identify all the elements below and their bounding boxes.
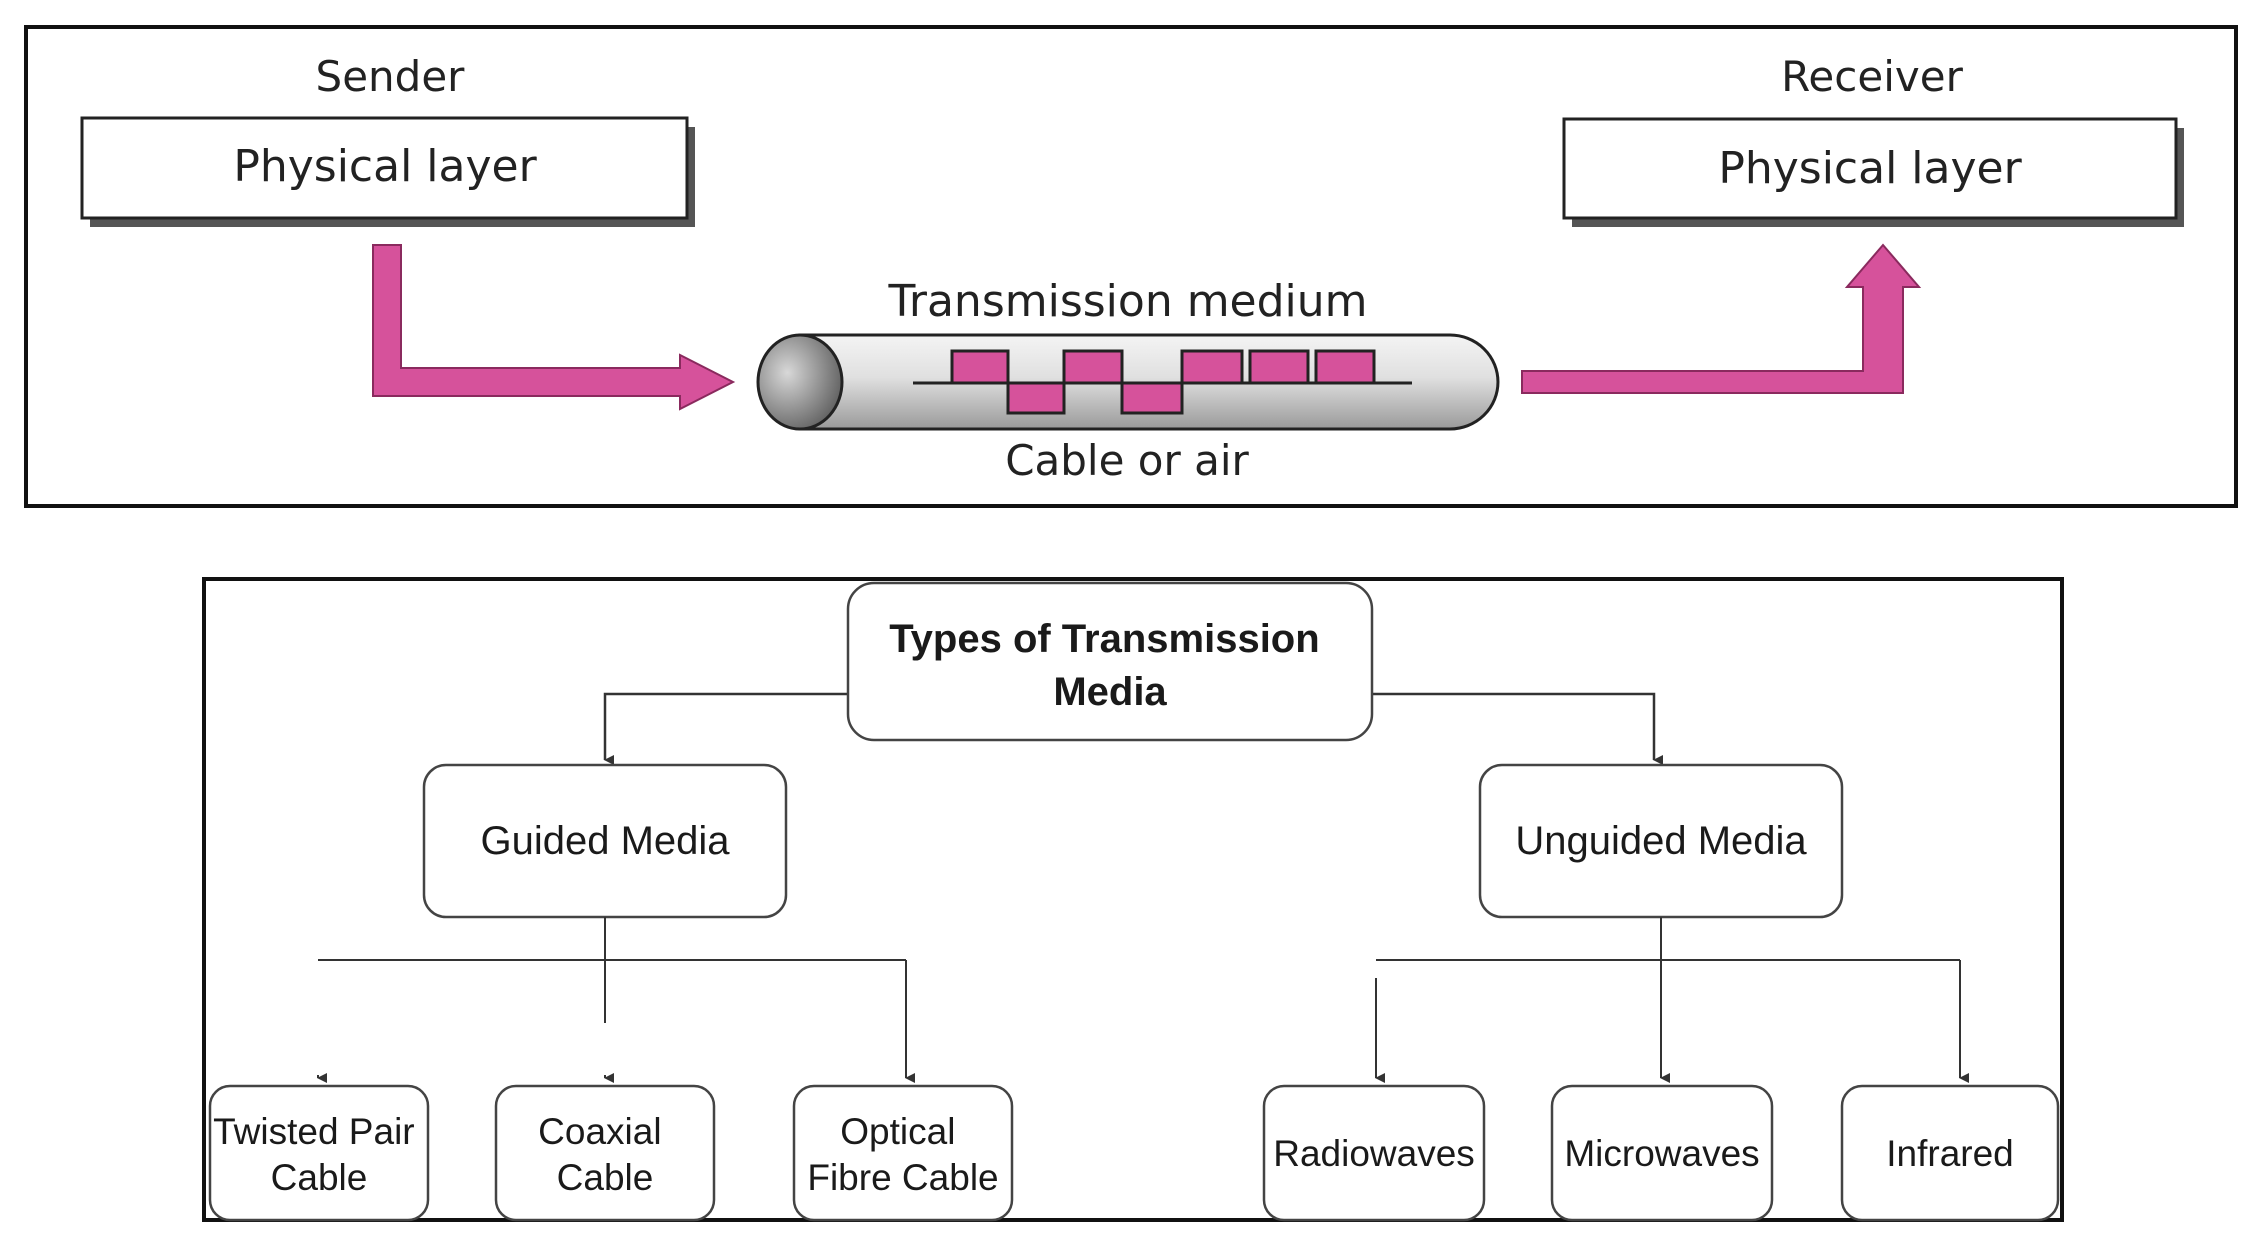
- leaf-label-line: Optical: [840, 1111, 955, 1152]
- root-connectors: [603, 692, 1663, 765]
- cable-end-cap: [756, 333, 844, 431]
- root-to-unguided-connector: [1372, 692, 1663, 765]
- receiver-box-label: Physical layer: [1718, 143, 2022, 194]
- leaf-label-line: Cable: [271, 1157, 368, 1198]
- leaf-label-line: Fibre Cable: [807, 1157, 998, 1198]
- medium-to-receiver-arrow: [1521, 243, 1922, 394]
- transmission-cable: [756, 333, 1500, 431]
- root-to-guided-connector: [603, 692, 848, 765]
- signal-pulse-high: [950, 349, 1010, 385]
- leaf-optical-fibre: Optical Fibre Cable: [792, 1084, 1014, 1222]
- signal-pulse-high: [1180, 349, 1244, 385]
- signal-pulse-high: [1248, 349, 1310, 385]
- leaf-infrared: Infrared: [1840, 1084, 2060, 1222]
- leaf-microwaves: Microwaves: [1550, 1084, 1774, 1222]
- receiver-label: Receiver: [1781, 52, 1963, 101]
- leaf-label-line: Twisted Pair: [213, 1111, 415, 1152]
- leaf-coaxial: Coaxial Cable: [494, 1084, 716, 1222]
- sender-physical-layer-box: Physical layer: [80, 116, 695, 227]
- signal-pulse-low: [1006, 381, 1066, 415]
- signal-pulse-low: [1120, 381, 1184, 415]
- leaf-label: Microwaves: [1564, 1133, 1759, 1174]
- leaf-label: Infrared: [1886, 1133, 2014, 1174]
- signal-pulse-high: [1062, 349, 1124, 385]
- sender-label: Sender: [316, 52, 466, 101]
- top-panel-frame: [24, 25, 2238, 508]
- receiver-physical-layer-box: Physical layer: [1562, 117, 2184, 227]
- transmission-media-tree: Types of Transmission Media Guided Media…: [202, 577, 2064, 1222]
- leaf-label: Coaxial Cable: [538, 1111, 672, 1198]
- root-node-line: Types of Transmission: [889, 617, 1320, 661]
- sender-to-medium-arrow: [372, 244, 736, 411]
- leaf-twisted-pair: Twisted Pair Cable: [208, 1084, 430, 1222]
- leaf-label-line: Cable: [557, 1157, 654, 1198]
- leaf-label: Optical Fibre Cable: [807, 1111, 998, 1198]
- leaf-label-line: Coaxial: [538, 1111, 661, 1152]
- unguided-media-label: Unguided Media: [1515, 819, 1807, 863]
- root-node: Types of Transmission Media: [846, 581, 1374, 742]
- cable-or-air-label: Cable or air: [1005, 436, 1249, 485]
- unguided-connectors: [1375, 917, 1969, 1083]
- guided-media-label: Guided Media: [480, 819, 730, 863]
- unguided-media-node: Unguided Media: [1478, 763, 1844, 919]
- guided-connectors: [317, 917, 915, 1083]
- physical-layer-panel: Sender Physical layer Receiver Physical …: [24, 25, 2238, 508]
- root-node-line: Media: [1053, 670, 1167, 714]
- leaf-label: Radiowaves: [1273, 1133, 1475, 1174]
- tree-panel-frame: [202, 577, 2064, 1222]
- sender-box-label: Physical layer: [233, 141, 537, 192]
- transmission-medium-label: Transmission medium: [887, 276, 1367, 327]
- signal-pulses: [950, 349, 1376, 415]
- signal-pulse-high: [1314, 349, 1376, 385]
- guided-media-node: Guided Media: [422, 763, 788, 919]
- leaf-radiowaves: Radiowaves: [1262, 1084, 1486, 1222]
- leaf-label: Twisted Pair Cable: [213, 1111, 425, 1198]
- root-node-label: Types of Transmission Media: [889, 617, 1331, 714]
